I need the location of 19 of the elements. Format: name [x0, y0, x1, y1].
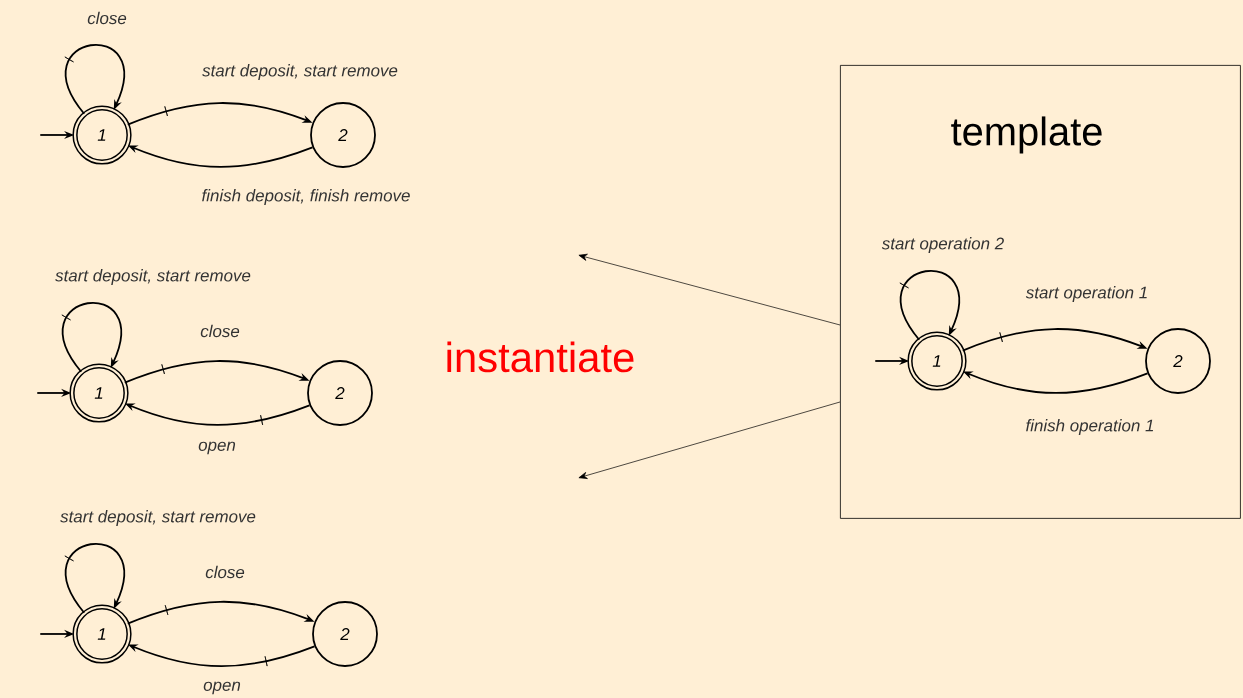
- self-loop-arrow: [899, 270, 960, 341]
- edge-label: finish deposit, finish remove: [202, 189, 410, 205]
- edge-label: close: [200, 324, 240, 338]
- edge-label: start operation 1: [1025, 286, 1147, 302]
- edge-label: start deposit, start remove: [55, 269, 251, 285]
- edge-label: open: [198, 441, 236, 455]
- edge-label: open: [203, 681, 241, 695]
- edge-label: start deposit, start remove: [202, 64, 398, 80]
- action-label: instantiate: [447, 341, 634, 373]
- arrow: [578, 401, 841, 479]
- self-loop-arrow: [61, 302, 122, 373]
- self-loop-arrow: [64, 543, 125, 614]
- self-loop-arrow: [64, 44, 125, 115]
- edge-label: close: [205, 565, 245, 579]
- edge-label: start deposit, start remove: [60, 510, 256, 526]
- edge-label: close: [87, 11, 127, 25]
- edge-label: start operation 2: [881, 237, 1004, 253]
- edge-label: finish operation 1: [1026, 419, 1154, 435]
- arrow: [578, 253, 841, 326]
